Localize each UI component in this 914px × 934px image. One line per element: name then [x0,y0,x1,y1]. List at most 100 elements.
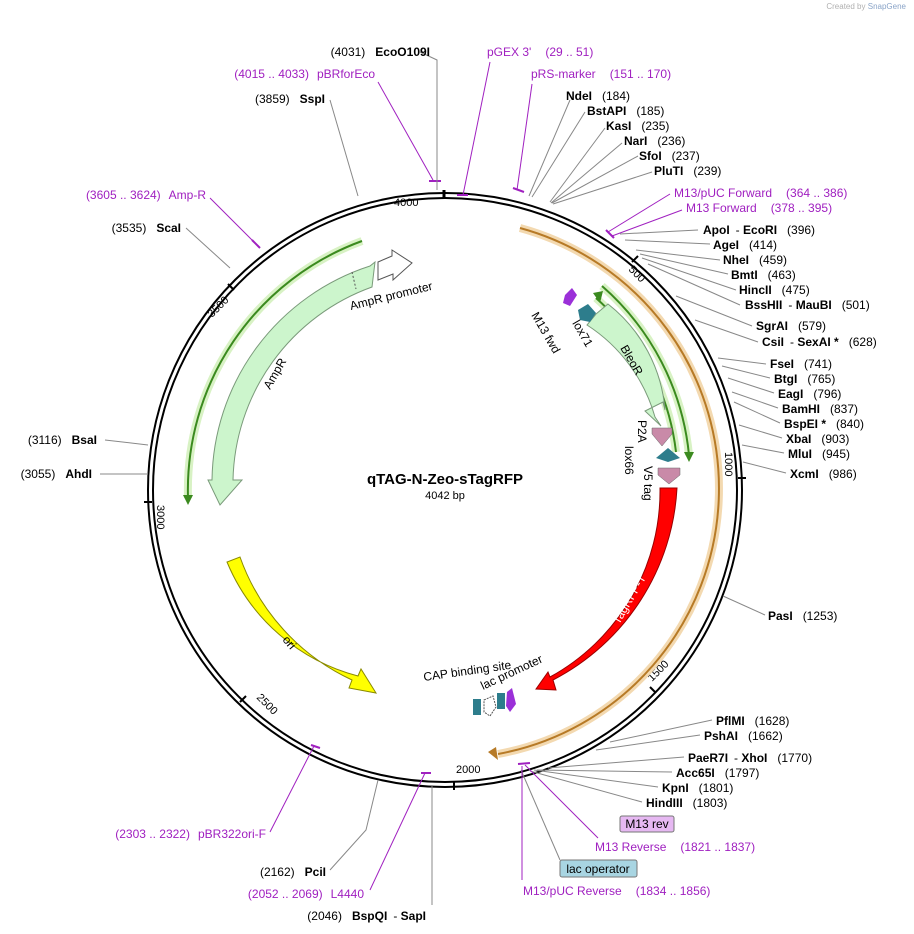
tick-mark [631,255,639,263]
enzyme-label-xbai: XbaI(903) [786,432,849,446]
enzyme-label-ahdi: (3055)AhdI [21,467,92,481]
primer-leader [516,83,533,191]
tick-label: 4000 [394,197,418,209]
primer-label-l4440: (2052 .. 2069)L4440 [248,887,364,901]
orf-arrowhead-orange [488,747,498,760]
tick-marks [144,190,746,790]
lac-operator-marker [497,693,505,709]
enzyme-label-bstapi: BstAPI(185) [587,104,664,118]
enzyme-label-ndei: NdeI(184) [566,89,630,103]
leader-line [609,719,713,743]
tick-label: 3000 [154,505,166,529]
feature-label-lox66: lox66 [622,446,636,475]
leader-line [329,99,359,197]
enzyme-label-sgrai: SgrAI(579) [756,319,826,333]
m13-rev-marker [506,688,516,712]
plasmid-length: 4042 bp [425,490,465,502]
leader-line [675,295,753,327]
bleor-feature [586,303,666,427]
primer-label-pgex3: pGEX 3'(29 .. 51) [487,45,593,59]
orf-arrowhead-green [684,452,694,462]
enzyme-label-bsshii: BssHII- MauBI(501) [745,298,870,312]
ori-feature [226,556,378,694]
ampr-feature [207,260,376,506]
ampr-promoter-divider [351,271,357,290]
leader-line [694,319,759,343]
leader-line [717,357,767,365]
primer-marks [251,180,615,774]
m13-fwd-marker [563,288,577,306]
enzyme-label-nari: NarI(236) [624,134,685,148]
orf-arrowhead-green [593,291,603,303]
ampr-orf-line [186,240,363,499]
enzyme-label-agei: AgeI(414) [713,238,777,252]
credit-prefix: Created by [826,2,866,11]
leader-line [419,51,438,190]
tick-label: 2000 [456,764,480,776]
primer-mark [605,229,615,239]
lac-operator-box-label: lac operator [566,862,629,876]
enzyme-label-bsai: (3116)BsaI [28,433,97,447]
orf-arc-green-1 [601,285,690,456]
leader-line [104,439,149,446]
lox66-marker [656,448,680,462]
primer-label-m13-puc-reverse: M13/pUC Reverse(1834 .. 1856) [523,884,710,898]
m13-rev-box [619,815,675,833]
lac-promoter-marker [483,695,497,717]
enzyme-label-bmti: BmtI(463) [731,268,796,282]
primer-label-pbrforeco: (4015 .. 4033)pBRforEco [234,67,375,81]
tick-label: 1000 [722,452,734,476]
feature-label-p2a: P2A [635,420,649,443]
enzyme-label-hincii: HincII(475) [739,283,810,297]
leader-line [520,769,561,861]
enzyme-label-pasi: PasI(1253) [768,609,837,623]
tick-mark [649,686,657,694]
primer-label-m13-puc-forward: M13/pUC Forward(364 .. 386) [674,186,847,200]
leader-line [742,461,787,474]
enzyme-label-eagi: EagI(796) [778,387,841,401]
primer-labels: pGEX 3'(29 .. 51) pRS-marker(151 .. 170)… [86,45,847,901]
tagrfp-feature [535,487,678,691]
enzyme-label-bspqi: (2046)BspQI- SapI [307,909,426,923]
enzyme-leaders [100,51,787,905]
leader-line [550,142,623,204]
enzyme-label-csii: CsiI- SexAI *(628) [762,335,877,349]
leader-line [619,229,699,235]
primer-label-pbr322ori-f: (2303 .. 2322)pBR322ori-F [115,827,266,841]
enzyme-label-fsei: FseI(741) [770,357,832,371]
ampr-orf-arrowhead [183,495,193,505]
lac-operator-box [559,859,638,878]
primer-leaders [209,61,683,891]
feature-label-m13-fwd: M13 fwd [528,310,563,356]
enzyme-label-acc65i: Acc65I(1797) [676,766,759,780]
enzyme-label-pshai: PshAI(1662) [704,729,783,743]
enzyme-label-paer7i: PaeR7I- XhoI(1770) [688,751,812,765]
feature-label-tagrfp: TagRFP-T [609,572,649,627]
enzyme-label-hindiii: HindIII(1803) [646,796,727,810]
plasmid-name: qTAG-N-Zeo-sTagRFP [367,471,523,488]
enzyme-label-kpni: KpnI(1801) [662,781,733,795]
tick-label: 3500 [206,294,232,320]
leader-line [639,253,729,275]
m13-rev-box-label: M13 rev [625,817,668,831]
enzyme-label-bspei: BspEI *(840) [784,417,864,431]
snapgene-credit: Created by SnapGene [826,2,906,11]
leader-line [528,99,571,197]
primer-label-amp-r: (3605 .. 3624)Amp-R [86,188,206,202]
leader-line [529,770,643,803]
leader-line [741,444,785,454]
cap-site-marker [473,699,481,715]
orf-arc-orange [497,227,720,755]
primer-label-prs-marker: pRS-marker(151 .. 170) [531,67,671,81]
primer-leader [377,81,434,181]
leader-line [721,365,771,379]
feature-label-v5-tag: V5 tag [641,466,655,501]
enzyme-label-apoi: ApoI- EcoRI(396) [703,223,815,237]
leader-line [722,595,766,616]
leader-line [727,377,775,394]
enzyme-label-nhei: NheI(459) [723,253,787,267]
primer-leader [524,764,599,839]
leader-line [635,249,721,261]
primer-mark [310,744,321,749]
